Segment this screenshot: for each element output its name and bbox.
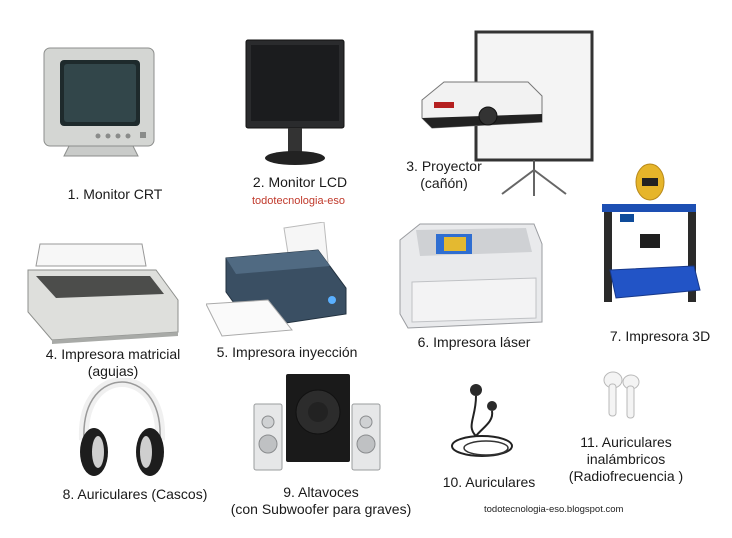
earphones-icon	[451, 384, 513, 457]
dot-matrix-printer-icon	[27, 243, 179, 344]
laser-printer-icon	[399, 223, 543, 329]
inkjet-printer-icon	[206, 222, 347, 337]
dot-matrix-printer-image	[22, 236, 182, 344]
watermark-blog: todotecnologia-eso.blogspot.com	[484, 504, 624, 515]
caption-11: 11. Auriculares inalámbricos (Radiofrecu…	[568, 434, 684, 484]
caption-9: 9. Altavoces (con Subwoofer para graves)	[230, 484, 412, 517]
speakers-image	[250, 370, 386, 478]
caption-2: 2. Monitor LCD	[252, 174, 348, 190]
wireless-earbuds-image	[600, 370, 644, 422]
caption-5: 5. Impresora inyección	[216, 344, 358, 360]
projector-image	[416, 30, 596, 198]
lcd-monitor-icon	[245, 39, 345, 165]
caption-3: 3. Proyector (cañón)	[406, 158, 482, 191]
lcd-monitor-image	[242, 38, 348, 170]
laser-printer-image	[396, 222, 546, 332]
speakers-icon	[253, 374, 381, 471]
watermark-red: todotecnologia-eso	[252, 195, 345, 207]
caption-10: 10. Auriculares	[442, 474, 536, 490]
caption-1: 1. Monitor CRT	[67, 186, 163, 202]
inkjet-printer-image	[206, 222, 350, 338]
3d-printer-image	[596, 160, 708, 312]
caption-7: 7. Impresora 3D	[609, 328, 711, 344]
headphones-icon	[78, 378, 166, 476]
headphones-image	[74, 378, 170, 480]
caption-6: 6. Impresora láser	[417, 334, 531, 350]
crt-monitor-icon	[43, 47, 155, 157]
projector-icon	[421, 30, 594, 196]
crt-monitor-image	[36, 44, 166, 174]
caption-4: 4. Impresora matricial (agujas)	[45, 346, 181, 379]
earphones-image	[446, 378, 530, 462]
3d-printer-icon	[602, 163, 701, 302]
wireless-earbuds-icon	[603, 371, 640, 419]
caption-8: 8. Auriculares (Cascos)	[62, 486, 208, 502]
